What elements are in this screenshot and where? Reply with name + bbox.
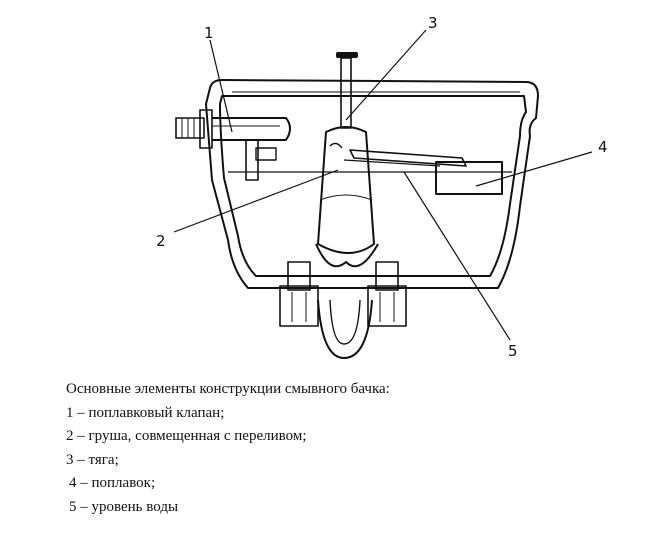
callout-2: 2 bbox=[156, 232, 166, 250]
legend-item: 5 – уровень воды bbox=[69, 498, 179, 515]
callout-1: 1 bbox=[204, 24, 214, 42]
flush-tank-diagram: 1 2 3 4 5 bbox=[156, 14, 608, 360]
legend-item: 3 – тяга; bbox=[66, 451, 119, 468]
callout-5: 5 bbox=[508, 342, 518, 360]
callout-4: 4 bbox=[598, 138, 608, 156]
outlet-pipe bbox=[317, 299, 373, 359]
callout-3: 3 bbox=[428, 14, 438, 32]
legend-item: 4 – поплавок; bbox=[69, 475, 156, 491]
outlet-fittings bbox=[279, 261, 407, 327]
float-valve bbox=[212, 117, 291, 141]
float bbox=[435, 161, 503, 195]
legend-item: 1 – поплавковый клапан; bbox=[66, 404, 225, 421]
tank-outer-wall bbox=[205, 79, 539, 289]
legend-item: 2 – груша, совмещенная с переливом; bbox=[66, 428, 307, 444]
legend-title: Основные элементы конструкции смывного б… bbox=[66, 381, 390, 397]
flush-pear bbox=[317, 126, 375, 254]
lift-rod bbox=[340, 57, 352, 129]
legend: Основные элементы конструкции смывного б… bbox=[66, 378, 390, 519]
tank-inner-wall bbox=[219, 95, 527, 277]
